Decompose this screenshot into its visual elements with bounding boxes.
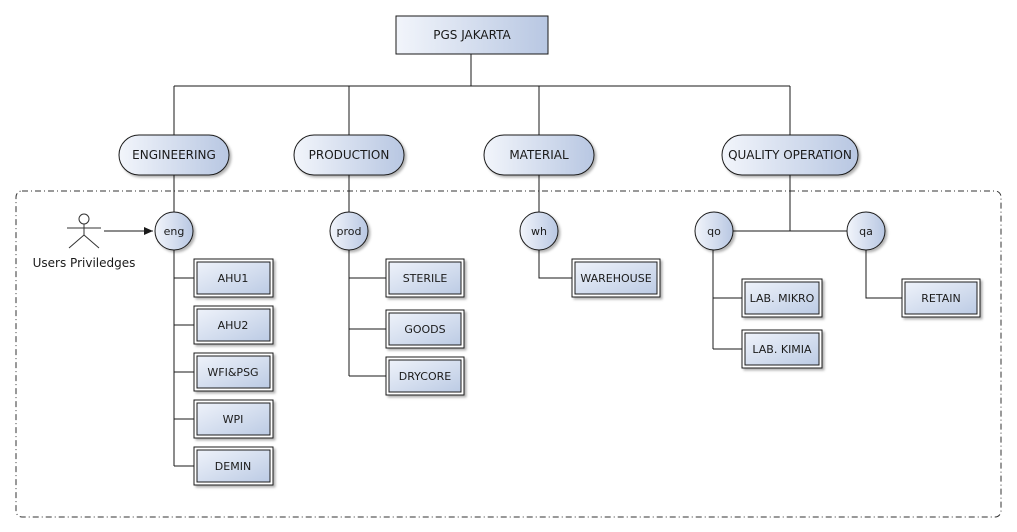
unit-box-goods: GOODS (385, 309, 465, 349)
unit-box-sterile: STERILE (385, 258, 465, 298)
unit-label: GOODS (404, 323, 445, 336)
unit-label: LAB. KIMIA (752, 343, 812, 356)
connector-lines (173, 54, 902, 467)
unit-box-wfi-psg: WFI&PSG (193, 352, 274, 392)
group-node-qa: qa (846, 211, 886, 251)
unit-label: DEMIN (215, 460, 251, 473)
group-label: qo (707, 225, 721, 238)
unit-label: RETAIN (921, 292, 960, 305)
actor-icon (67, 213, 101, 249)
privileges-boundary (15, 190, 1002, 518)
unit-box-drycore: DRYCORE (385, 356, 465, 396)
unit-label: AHU2 (218, 319, 249, 332)
department-label: ENGINEERING (132, 148, 216, 162)
group-node-qo: qo (694, 211, 734, 251)
department-node-engineering: ENGINEERING (118, 134, 230, 176)
unit-box-lab-mikro: LAB. MIKRO (741, 278, 823, 318)
group-node-wh: wh (519, 211, 559, 251)
root-node: PGS JAKARTA (395, 15, 549, 55)
unit-box-wpi: WPI (193, 399, 274, 439)
group-label: qa (859, 225, 873, 238)
unit-label: WPI (223, 413, 244, 426)
group-label: wh (531, 225, 547, 238)
group-node-prod: prod (329, 211, 369, 251)
unit-label: WAREHOUSE (580, 272, 651, 285)
unit-label: LAB. MIKRO (750, 292, 815, 305)
unit-box-lab-kimia: LAB. KIMIA (741, 329, 823, 369)
unit-box-ahu1: AHU1 (193, 258, 274, 298)
group-label: eng (164, 225, 185, 238)
unit-label: AHU1 (218, 272, 249, 285)
root-label: PGS JAKARTA (433, 28, 511, 42)
department-node-material: MATERIAL (483, 134, 595, 176)
unit-label: WFI&PSG (207, 366, 258, 379)
department-label: PRODUCTION (309, 148, 390, 162)
actor-label: Users Priviledges (33, 256, 136, 270)
department-label: QUALITY OPERATION (728, 148, 852, 162)
unit-box-demin: DEMIN (193, 446, 274, 486)
unit-box-ahu2: AHU2 (193, 305, 274, 345)
group-label: prod (337, 225, 362, 238)
department-label: MATERIAL (509, 148, 569, 162)
group-node-eng: eng (154, 211, 194, 251)
department-node-production: PRODUCTION (293, 134, 405, 176)
unit-box-retain: RETAIN (901, 278, 981, 318)
department-node-quality-operation: QUALITY OPERATION (721, 134, 859, 176)
unit-label: STERILE (403, 272, 448, 285)
unit-label: DRYCORE (399, 370, 452, 383)
unit-box-warehouse: WAREHOUSE (571, 258, 661, 298)
